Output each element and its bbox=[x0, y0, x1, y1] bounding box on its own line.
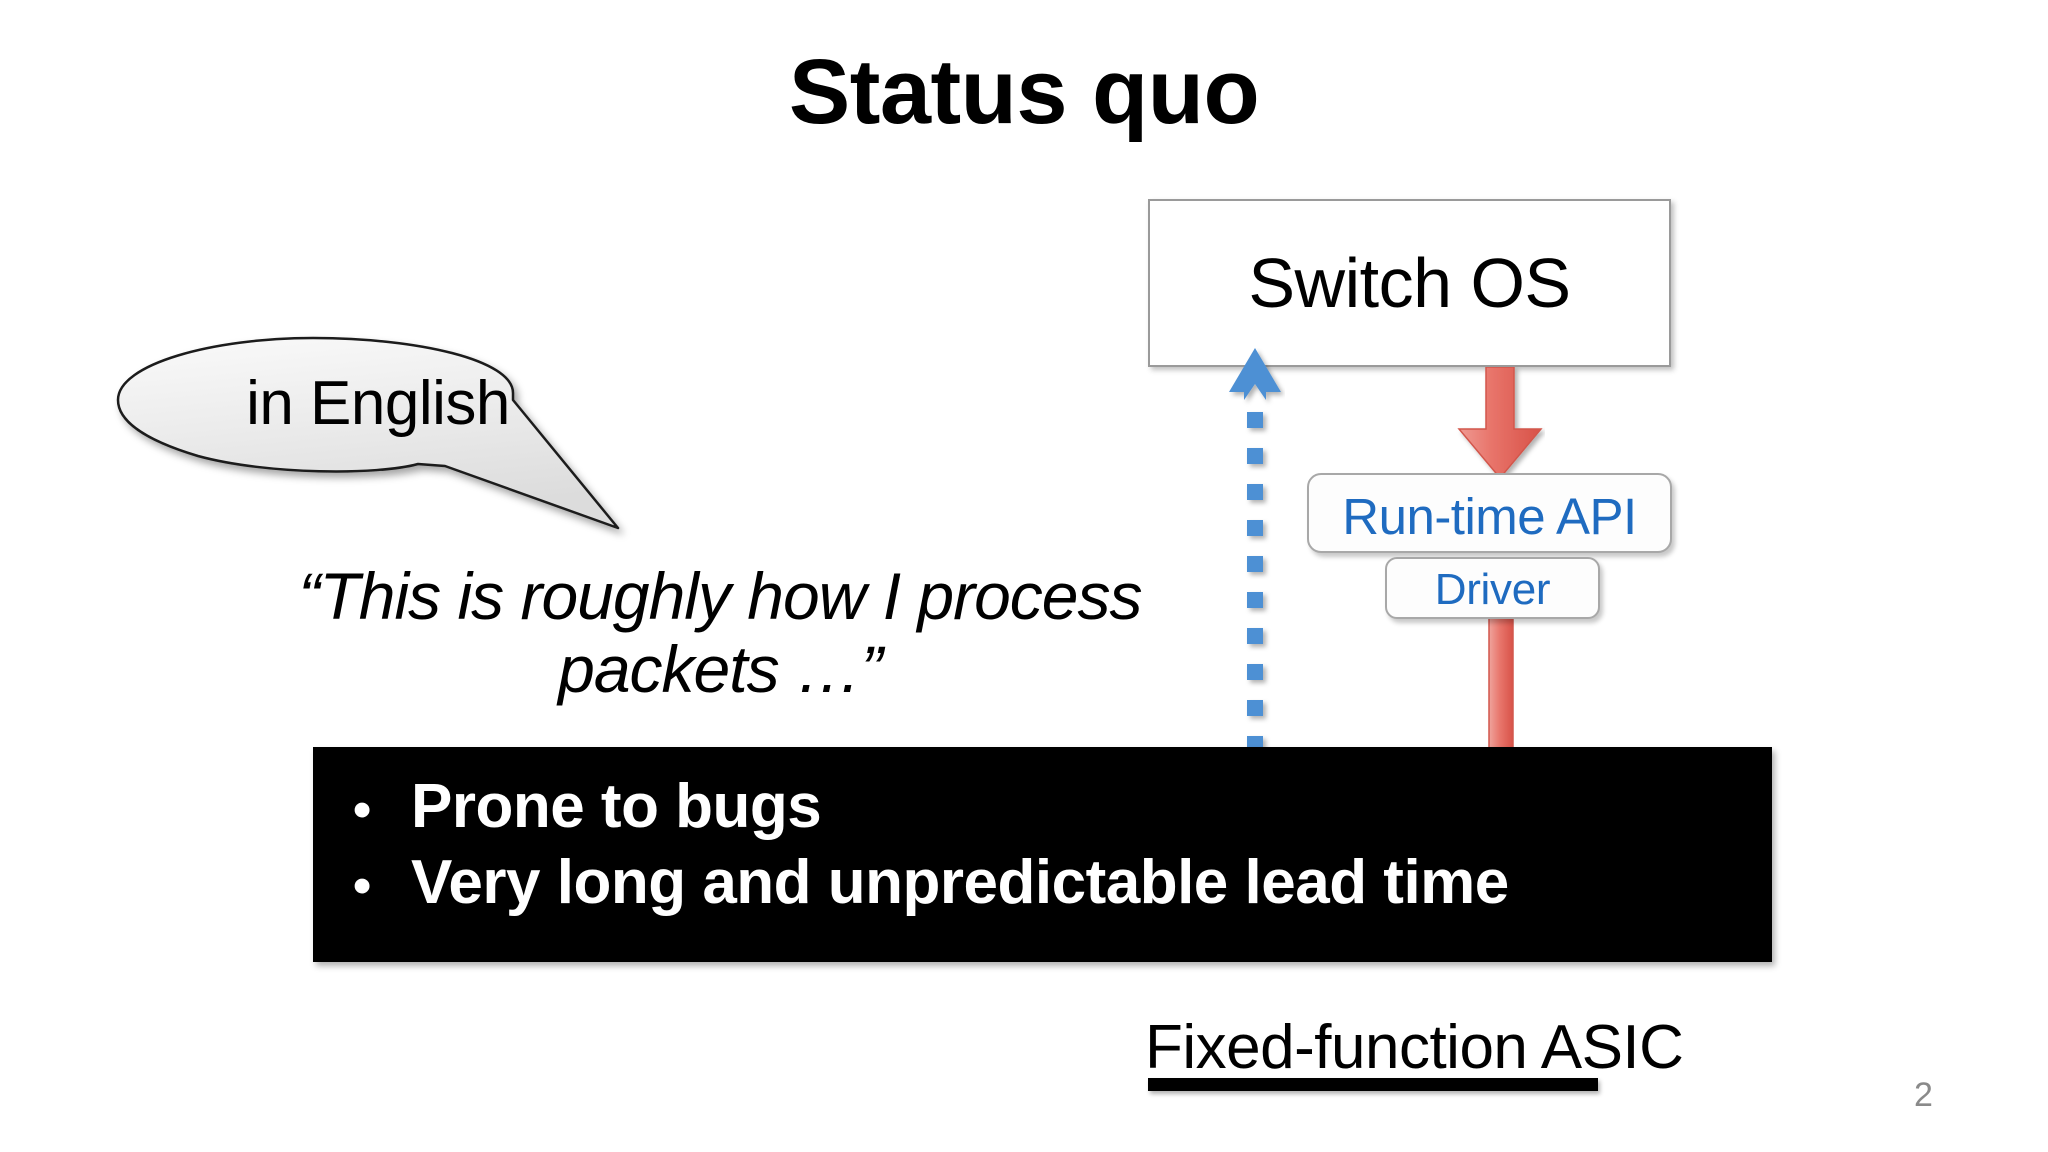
runtime-api-box: Run-time API bbox=[1307, 473, 1672, 553]
page-number: 2 bbox=[1914, 1076, 1933, 1114]
bullet-text: Very long and unpredictable lead time bbox=[411, 847, 1509, 917]
page-title: Status quo bbox=[788, 41, 1260, 143]
quote-line-1: “This is roughly how I process bbox=[298, 559, 1143, 633]
asic-caption: Fixed-function ASIC bbox=[1145, 1013, 1684, 1082]
bullet-glyph: • bbox=[353, 781, 371, 839]
blue-dotted-up-arrow-icon bbox=[1225, 348, 1285, 768]
asic-underline-bar bbox=[1148, 1078, 1598, 1091]
quote-line-2: packets …” bbox=[558, 631, 883, 706]
list-item: • Prone to bugs bbox=[353, 769, 1509, 845]
callout-black-box: • Prone to bugs • Very long and unpredic… bbox=[313, 747, 1772, 962]
callout-bullet-list: • Prone to bugs • Very long and unpredic… bbox=[353, 769, 1509, 920]
runtime-api-label: Run-time API bbox=[1342, 488, 1637, 545]
switch-os-label: Switch OS bbox=[1248, 244, 1571, 322]
speech-bubble-shape bbox=[116, 336, 638, 530]
quote-text: “This is roughly how I process packets …… bbox=[220, 560, 1220, 705]
red-down-arrow-icon bbox=[1455, 366, 1545, 480]
red-down-arrow-shaft-icon bbox=[1487, 597, 1515, 769]
switch-os-box: Switch OS bbox=[1148, 199, 1671, 367]
bullet-glyph: • bbox=[353, 856, 371, 915]
driver-box: Driver bbox=[1385, 557, 1600, 619]
bullet-text: Prone to bugs bbox=[411, 772, 822, 841]
driver-label: Driver bbox=[1434, 565, 1551, 614]
list-item: • Very long and unpredictable lead time bbox=[353, 845, 1509, 921]
